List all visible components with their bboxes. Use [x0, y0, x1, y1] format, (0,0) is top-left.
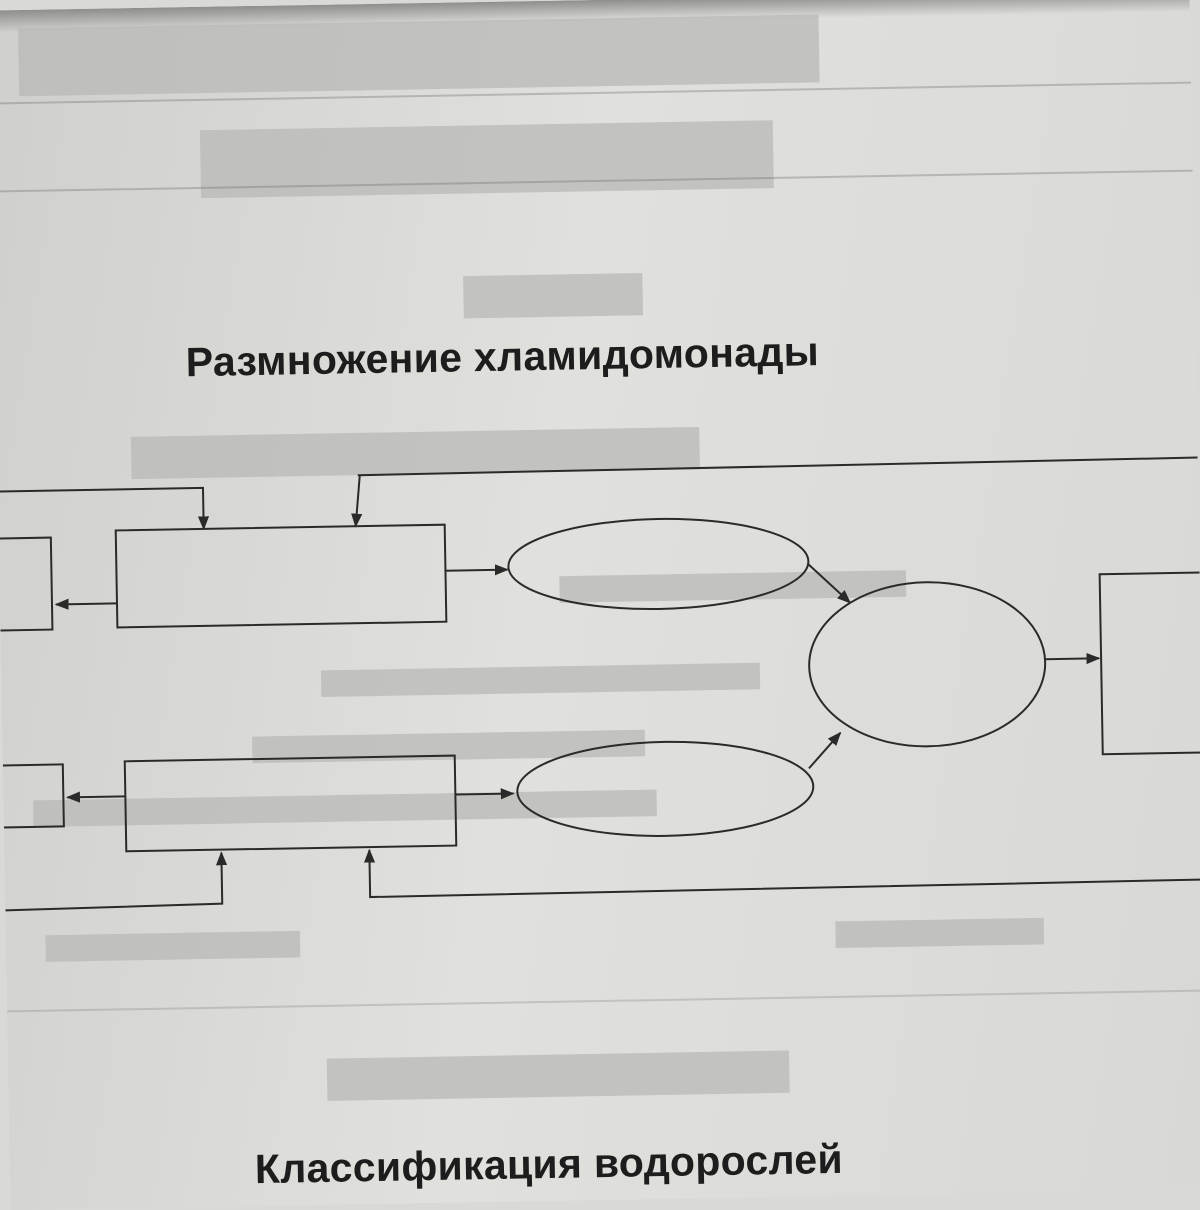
empty-box-bottom — [123, 754, 458, 853]
arrow-to-top-left-box — [54, 598, 118, 610]
arrow-to-top-ellipse — [445, 564, 509, 576]
arrow-into-top-box — [351, 475, 363, 528]
empty-box-top — [114, 523, 448, 629]
empty-ellipse-center — [808, 581, 1047, 748]
empty-box-right — [1098, 571, 1200, 756]
empty-box-bottom-left — [0, 763, 65, 829]
arrow-to-bottom-left-box — [65, 791, 126, 803]
arrow-into-top-box — [0, 486, 210, 531]
connector-line — [357, 456, 1198, 477]
arrow-to-bottom-ellipse — [455, 788, 515, 800]
arrow-into-bottom-box — [5, 851, 228, 912]
arrow-to-right-box — [1045, 652, 1101, 665]
arrow-to-center-ellipse — [806, 562, 852, 604]
arrow-into-bottom-box — [363, 848, 1200, 899]
empty-box-top-left — [0, 536, 54, 632]
empty-ellipse-top — [507, 517, 810, 611]
arrow-to-center-ellipse — [808, 731, 842, 770]
empty-ellipse-bottom — [516, 740, 815, 837]
